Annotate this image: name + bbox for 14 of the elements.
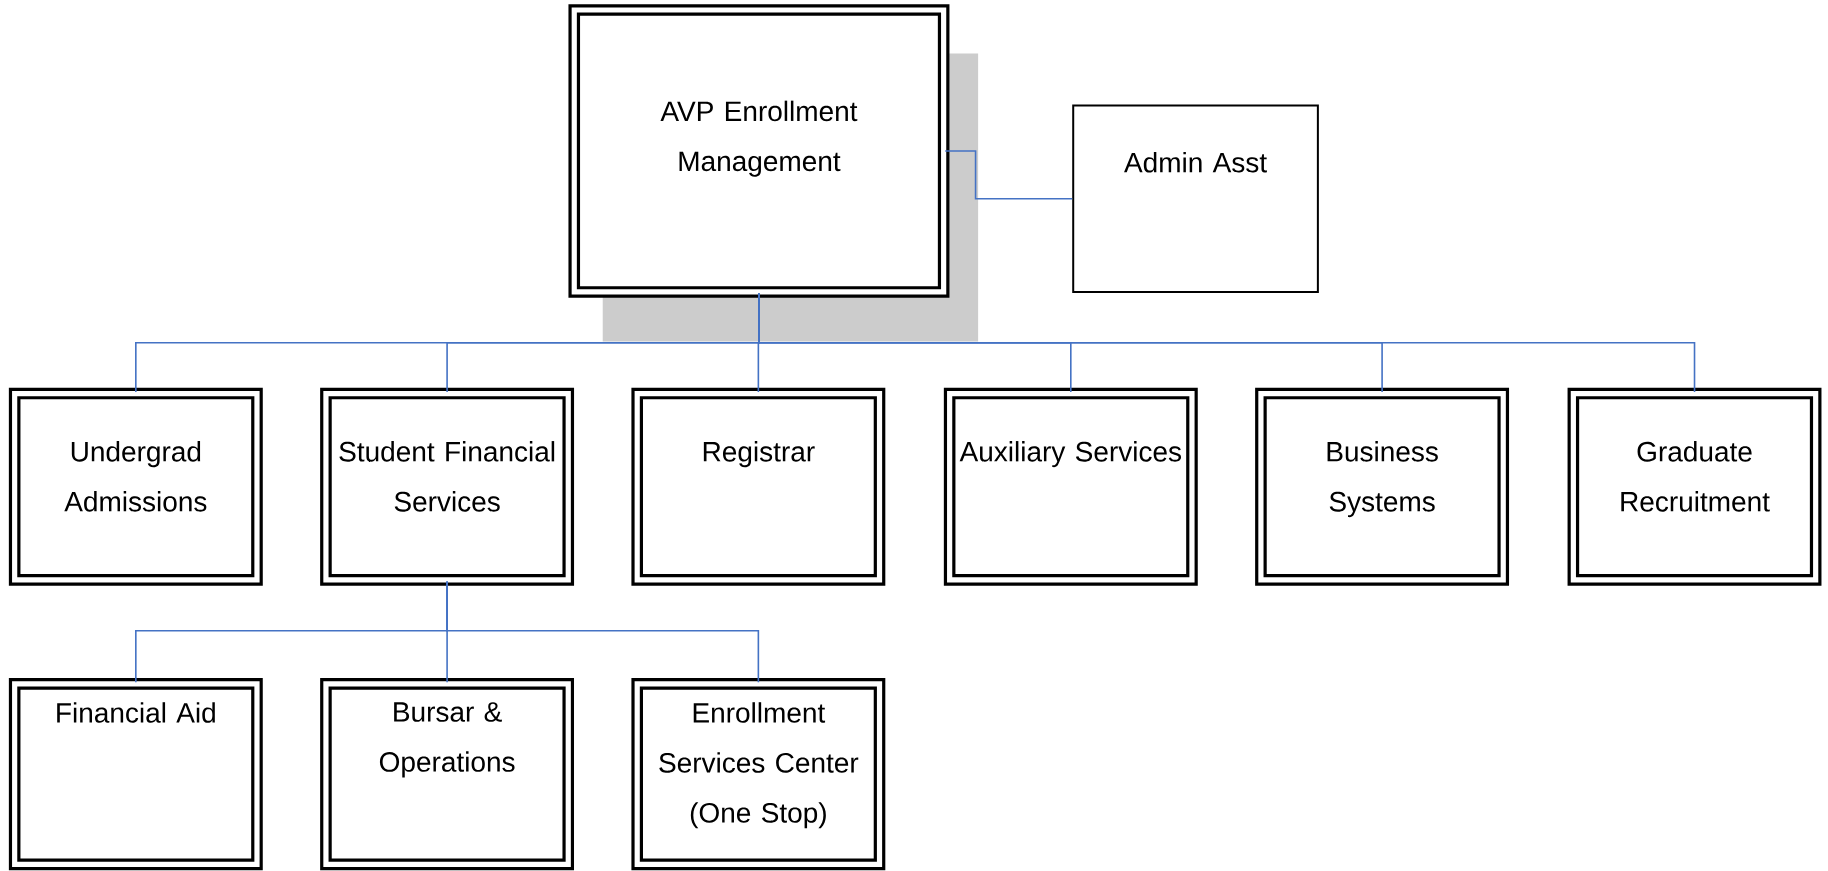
org-box: Admin Asst (1072, 104, 1319, 293)
connector-line (758, 292, 1696, 393)
org-box: Student Financial Services (320, 387, 575, 586)
org-box: Graduate Recruitment (1567, 387, 1822, 586)
org-box: AVP Enrollment Management (568, 4, 979, 342)
org-box: Financial Aid (8, 678, 263, 871)
org-box: Enrollment Services Center (One Stop) (631, 678, 886, 871)
connector-line (446, 580, 760, 684)
org-box: Undergrad Admissions (8, 387, 263, 586)
org-box: Registrar (631, 387, 886, 586)
connector-line (944, 150, 1073, 200)
org-box: Auxiliary Services (943, 387, 1198, 586)
org-box: Business Systems (1255, 387, 1510, 586)
org-box: Bursar & Operations (320, 678, 575, 871)
